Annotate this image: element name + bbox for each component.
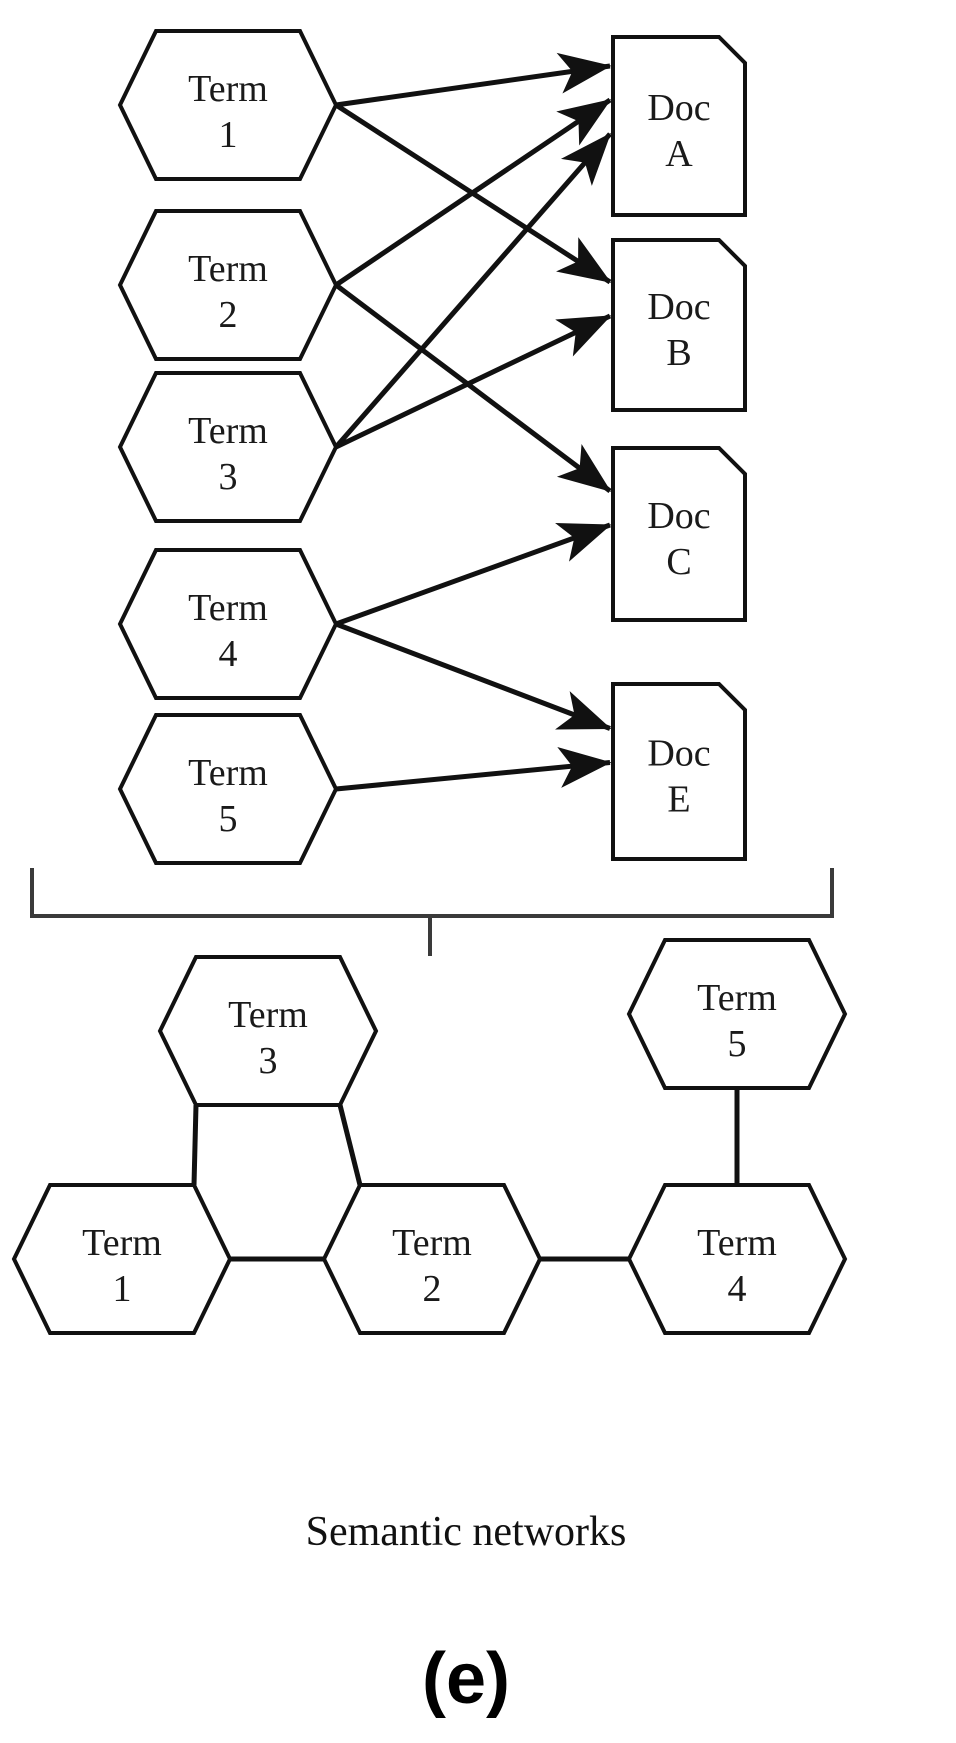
document-label-line2: C (666, 541, 691, 583)
node-label-line1: Term (82, 1222, 162, 1264)
hexagon-shape (11, 1183, 233, 1335)
brace-bracket (30, 868, 834, 918)
document-page-shape (611, 238, 747, 412)
document-page-shape (611, 35, 747, 217)
node-label-line1: Term (188, 410, 268, 452)
node-label-line2: 3 (259, 1040, 278, 1082)
arrow-t4-to-dE (335, 621, 612, 731)
hexagon-shape (117, 29, 339, 181)
document-label-line2: E (667, 779, 690, 821)
node-label-line1: Term (188, 248, 268, 290)
hexagon-shape (117, 209, 339, 361)
link-n3-n2 (337, 1104, 363, 1186)
arrow-t1-to-dA (335, 52, 612, 108)
node-label-line1: Term (392, 1222, 472, 1264)
node-label-line1: Term (697, 1222, 777, 1264)
node-label-line2: 2 (423, 1268, 442, 1310)
semantic-network-links (191, 1088, 740, 1262)
document-label-line1: Doc (647, 495, 710, 537)
node-label-line2: 5 (219, 798, 238, 840)
arrow-t3-to-dB (334, 313, 612, 450)
arrow-t2-to-dC (334, 283, 612, 493)
link-n3-n1 (191, 1104, 199, 1186)
document-label-line1: Doc (647, 733, 710, 775)
document-page-shape (611, 446, 747, 622)
hexagon-shape (117, 713, 339, 865)
document-label-line1: Doc (647, 87, 710, 129)
hexagon-shape (321, 1183, 543, 1335)
node-label-line2: 4 (219, 633, 238, 675)
figure-caption: Semantic networks (306, 1509, 627, 1555)
document-page-shape (611, 682, 747, 861)
hexagon-shape (626, 938, 848, 1090)
node-label-line1: Term (697, 977, 777, 1019)
hexagon-shape (117, 371, 339, 523)
document-label-line2: A (665, 133, 693, 175)
arrow-t4-to-dC (335, 522, 612, 627)
hexagon-shape (157, 955, 379, 1107)
node-label-line1: Term (188, 68, 268, 110)
document-label-line1: Doc (647, 286, 710, 328)
arrow-t1-to-dB (334, 102, 612, 285)
node-label-line2: 3 (219, 456, 238, 498)
node-label-line1: Term (188, 587, 268, 629)
term-document-edges (334, 52, 612, 792)
arrow-t5-to-dE (335, 747, 612, 792)
document-label-line2: B (666, 332, 691, 374)
node-label-line2: 4 (728, 1268, 747, 1310)
node-label-line1: Term (228, 994, 308, 1036)
hexagon-shape (117, 548, 339, 700)
arrow-t3-to-dA (334, 132, 612, 449)
hexagon-shape (626, 1183, 848, 1335)
node-label-line2: 5 (728, 1023, 747, 1065)
grouping-brace (30, 868, 834, 956)
node-label-line2: 1 (113, 1268, 132, 1310)
node-label-line2: 1 (219, 114, 238, 156)
panel-letter: (e) (422, 1639, 510, 1719)
node-label-line2: 2 (219, 294, 238, 336)
node-label-line1: Term (188, 752, 268, 794)
